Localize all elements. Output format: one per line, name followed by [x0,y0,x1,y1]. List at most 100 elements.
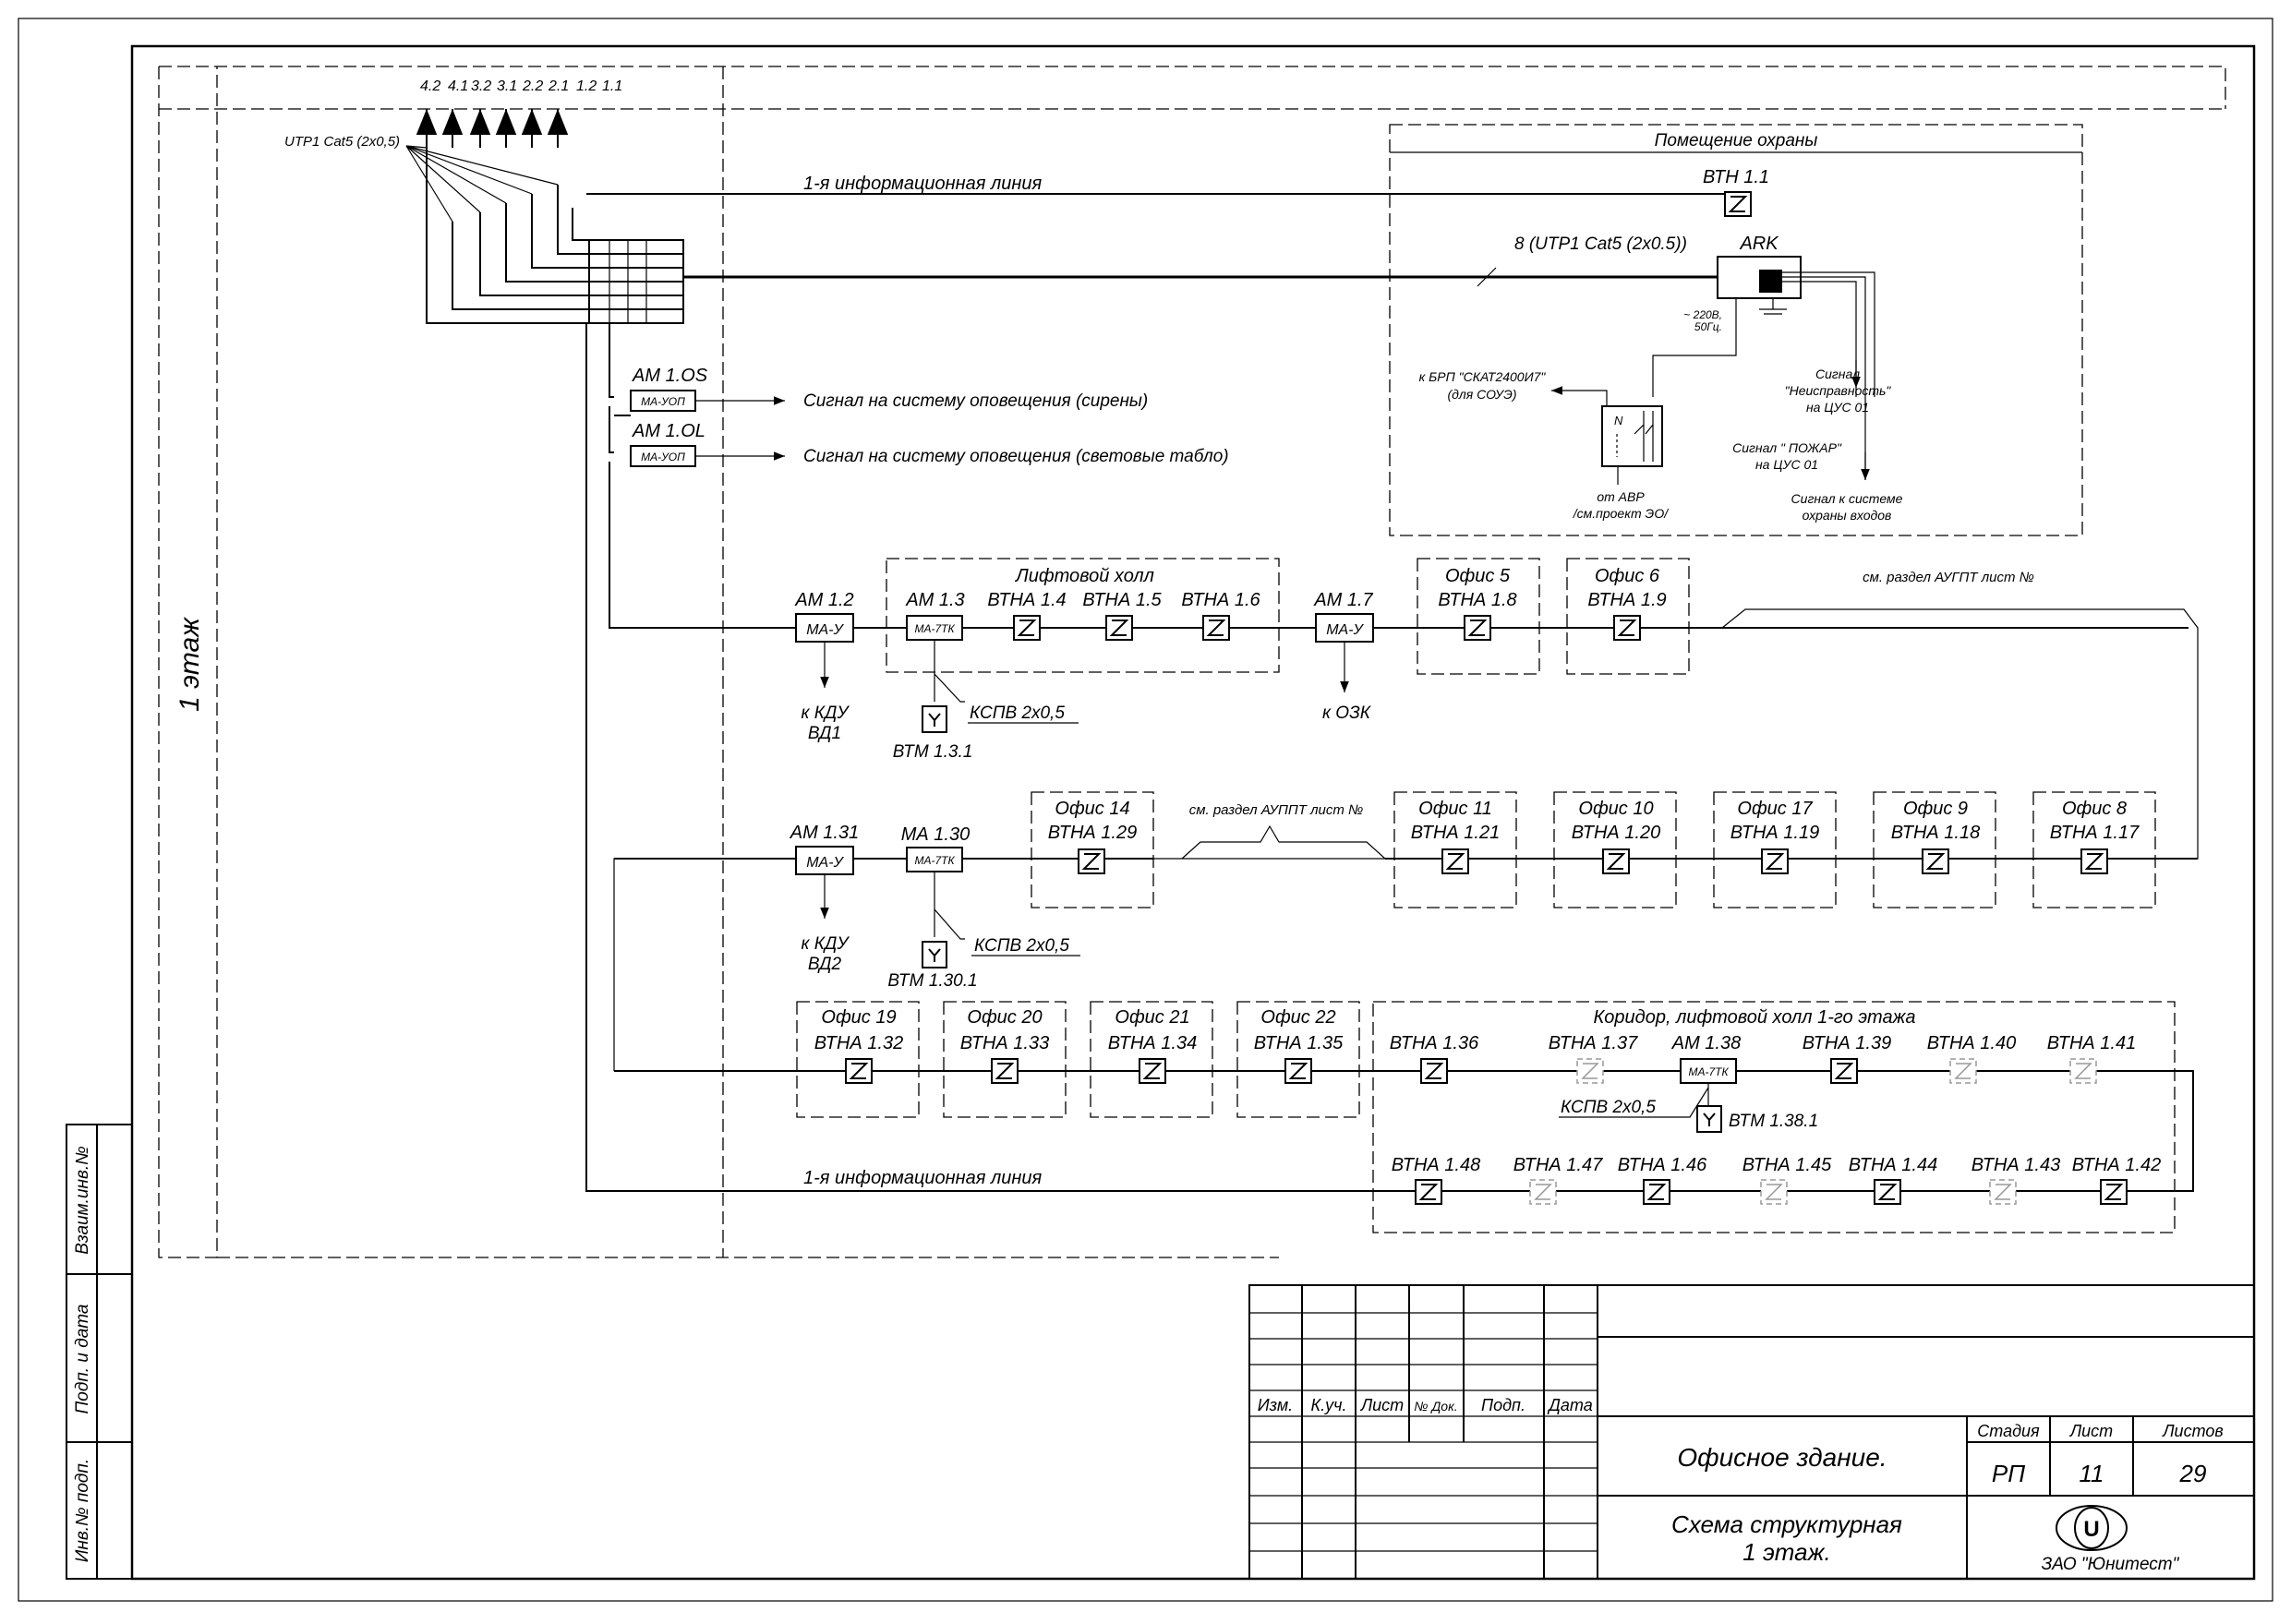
vtna-1-41-sensor [2069,1058,2097,1084]
signal-fire-2: на ЦУС 01 [1755,457,1818,472]
vtna-1-46-sensor [1643,1179,1670,1205]
svg-text:3.1: 3.1 [497,78,517,94]
vtna-1-9-sensor [1613,615,1641,641]
office-5-box [1417,558,1540,675]
drawing-title-1: Схема структурная [1671,1510,1902,1538]
floor-label: 1 этаж [175,617,205,712]
company-logo-letter: U [2083,1517,2099,1542]
vtna-1-4-label: ВТНА 1.4 [987,590,1066,610]
company-name: ЗАО "Юнитест" [2042,1555,2180,1574]
info-line-top-label: 1-я информационная линия [803,174,1043,194]
vtna-1-39-label: ВТНА 1.39 [1803,1033,1891,1053]
kspv-3-label: КСПВ 2х0,5 [1561,1098,1656,1117]
company-logo [2056,1505,2128,1551]
vtna-1-8-label: ВТНА 1.8 [1438,590,1516,610]
info-line-bottom-label: 1-я информационная линия [803,1168,1043,1188]
office-17-title: Офис 17 [1737,799,1813,819]
power-label-1: ~ 220В, [1683,308,1722,321]
vtna-1-46-label: ВТНА 1.46 [1618,1155,1707,1175]
svg-text:МА-У: МА-У [806,622,844,638]
office-11-title: Офис 11 [1418,799,1492,819]
am-1-2-module [795,613,854,643]
svg-text:4.1: 4.1 [448,78,468,94]
trunk-cable-label: 8 (UTP1 Cat5 (2x0.5)) [1514,235,1687,254]
avr-label-1: от АВР [1597,489,1645,504]
svg-text:МА-7ТК: МА-7ТК [914,622,955,635]
svg-text:4.2: 4.2 [420,78,440,94]
vtna-1-43-sensor [1989,1179,2017,1205]
col-list: Лист [1360,1396,1404,1414]
signal-fault-2: "Неисправность" [1785,383,1892,398]
vtna-1-40-label: ВТНА 1.40 [1927,1033,2016,1053]
outer-border [18,18,2273,1602]
to-kdu1-1: к КДУ [802,704,850,723]
stage-value: РП [1992,1460,2025,1487]
object-name: Офисное здание. [1677,1443,1887,1472]
vtna-1-32-sensor [845,1058,873,1084]
svg-text:1.1: 1.1 [602,78,622,94]
vtna-1-18-sensor [1922,848,1949,874]
power-label-2: 50Гц. [1694,320,1722,333]
vth-1-1-label: ВТН 1.1 [1703,167,1769,187]
office-10-box [1553,791,1677,908]
am-1-3-label: АМ 1.3 [905,590,964,610]
sheets-label: Листов [2162,1422,2224,1440]
vtna-1-42-sensor [2100,1179,2128,1205]
lift-hall-title: Лифтовой холл [1014,566,1154,586]
office-20-box [943,1001,1067,1118]
col-doc: № Док. [1414,1399,1457,1413]
ark-indicator [1759,270,1782,293]
to-kdu2-1: к КДУ [802,934,850,954]
am-1-38-label: АМ 1.38 [1671,1033,1741,1053]
office-9-title: Офис 9 [1903,799,1968,819]
to-kdu2-2: ВД2 [808,955,842,974]
margin-label-1: Взаим.инв.№ [73,1146,92,1255]
office-8-box [2032,791,2156,908]
vtm-1-3-1-label: ВТМ 1.3.1 [893,742,973,762]
floor-dashed-outline [158,66,2226,1258]
col-kuch: К.уч. [1311,1396,1347,1414]
vtna-1-34-label: ВТНА 1.34 [1108,1033,1197,1053]
vtna-1-5-sensor [1105,615,1133,641]
vtna-1-42-label: ВТНА 1.42 [2072,1155,2161,1175]
vtm-1-30-1-label: ВТМ 1.30.1 [887,971,977,991]
brp-label-2: (для СОУЭ) [1447,387,1516,402]
vtna-1-4-sensor [1013,615,1041,641]
vtna-1-44-sensor [1874,1179,1901,1205]
sheet-value: 11 [2080,1460,2104,1487]
sheets-value: 29 [2179,1460,2207,1487]
ark-label: ARK [1739,234,1779,254]
vtna-1-36-label: ВТНА 1.36 [1390,1033,1479,1053]
margin-label-2: Подп. и дата [73,1305,92,1414]
vtna-1-39-sensor [1830,1058,1858,1084]
am-1-2-label: АМ 1.2 [794,590,853,610]
vtna-1-17-label: ВТНА 1.17 [2050,823,2140,843]
svg-text:2.1: 2.1 [548,78,569,94]
corridor-box [1372,1001,2176,1233]
vtna-1-37-sensor [1576,1058,1604,1084]
office-19-title: Офис 19 [821,1007,896,1028]
am-1-7-label: АМ 1.7 [1313,590,1373,610]
col-date: Дата [1547,1396,1593,1414]
guard-room-box [1389,124,2083,536]
vtna-1-47-sensor [1529,1179,1557,1205]
office-6-box [1566,558,1690,675]
office-10-title: Офис 10 [1578,799,1653,819]
svg-text:МА-УОП: МА-УОП [641,451,685,463]
office-19-box [796,1001,920,1118]
signal-fault-1: Сигнал [1815,367,1860,381]
vtna-1-37-label: ВТНА 1.37 [1549,1033,1638,1053]
vtna-1-21-sensor [1441,848,1469,874]
signal-sirens-label: Сигнал на систему оповещения (сирены) [803,391,1148,411]
vtna-1-19-label: ВТНА 1.19 [1730,823,1819,843]
cable-type-label: UTP1 Cat5 (2x0,5) [284,134,400,150]
office-14-box [1031,791,1154,908]
vtna-1-21-label: ВТНА 1.21 [1411,823,1500,843]
vtna-1-20-label: ВТНА 1.20 [1572,823,1660,843]
vtna-1-35-sensor [1284,1058,1312,1084]
lift-hall-box [886,558,1280,673]
vtna-1-48-sensor [1415,1179,1442,1205]
vtna-1-47-label: ВТНА 1.47 [1513,1155,1603,1175]
